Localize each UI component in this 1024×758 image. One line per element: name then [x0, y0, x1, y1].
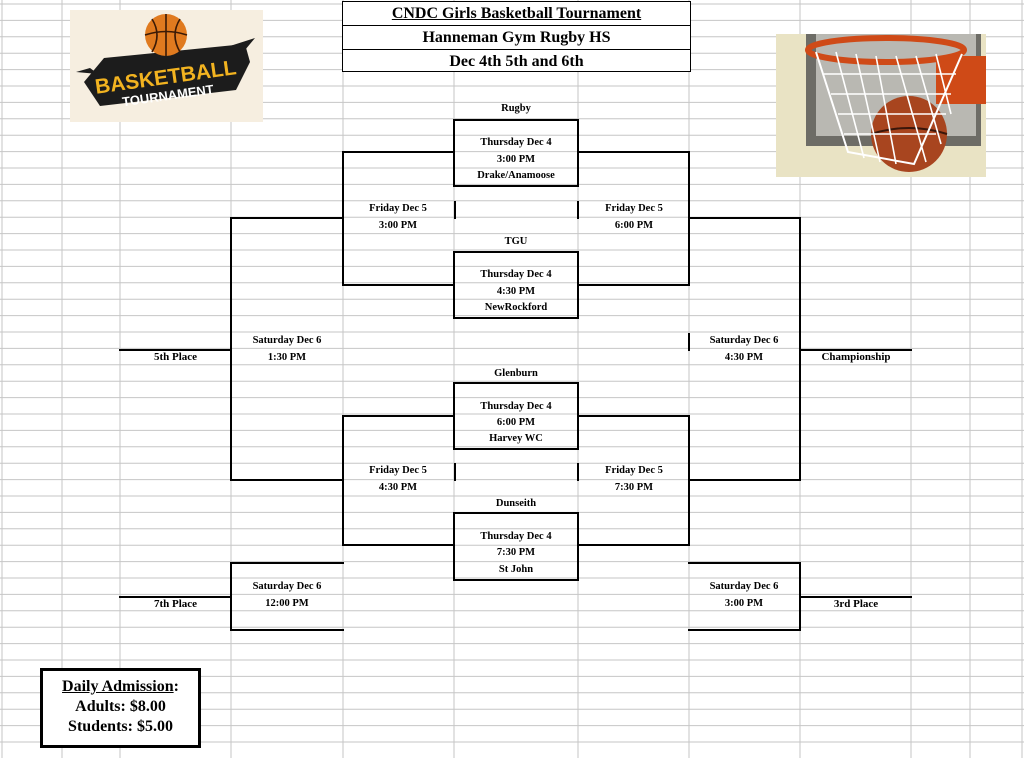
semi2-day: Friday Dec 5: [605, 203, 663, 214]
semi3-time: 4:30 PM: [378, 482, 418, 493]
championship-label: Championship: [821, 351, 891, 363]
admission-heading-line: Daily Admission:: [43, 677, 198, 697]
seventh-place-time: 12:00 PM: [265, 598, 309, 609]
basketball-logo-icon: BASKETBALL TOURNAMENT: [76, 14, 255, 109]
fifth-place-time: 1:30 PM: [267, 352, 307, 363]
adults-price: Adults: $8.00: [75, 698, 166, 715]
admission-box: Daily Admission: Adults: $8.00 Students:…: [40, 668, 201, 748]
game2-team-bottom: NewRockford: [484, 302, 548, 313]
fifth-place-label: 5th Place: [153, 351, 198, 363]
game4-team-bottom: St John: [498, 564, 534, 575]
game1-team-top: Rugby: [501, 103, 531, 114]
basketball-tournament-logo: BASKETBALL TOURNAMENT: [70, 10, 263, 122]
dates-title: Dec 4th 5th and 6th: [343, 49, 690, 73]
third-place-time: 3:00 PM: [724, 598, 764, 609]
semi3-day: Friday Dec 5: [369, 465, 427, 476]
championship-time: 4:30 PM: [724, 352, 764, 363]
third-place-label: 3rd Place: [833, 598, 879, 610]
basketball-hoop-icon: [776, 34, 986, 177]
venue-title: Hanneman Gym Rugby HS: [343, 25, 690, 49]
fifth-place-day: Saturday Dec 6: [252, 335, 322, 346]
game1-day: Thursday Dec 4: [480, 137, 552, 148]
title-block: CNDC Girls Basketball Tournament Hannema…: [342, 1, 691, 72]
game1-team-bottom: Drake/Anamoose: [477, 170, 555, 181]
game3-day: Thursday Dec 4: [480, 401, 552, 412]
game2-time: 4:30 PM: [496, 286, 536, 297]
basketball-hoop-photo: [776, 34, 986, 177]
game3-time: 6:00 PM: [496, 417, 536, 428]
game3-team-top: Glenburn: [494, 368, 538, 379]
game4-team-top: Dunseith: [495, 498, 537, 509]
tournament-title: CNDC Girls Basketball Tournament: [391, 5, 642, 22]
admission-heading: Daily Admission: [62, 678, 174, 695]
semi4-day: Friday Dec 5: [605, 465, 663, 476]
game2-team-top: TGU: [504, 236, 528, 247]
semi1-time: 3:00 PM: [378, 220, 418, 231]
game-box-4: [453, 512, 579, 581]
admission-colon: :: [173, 678, 179, 695]
championship-day: Saturday Dec 6: [709, 335, 779, 346]
game3-team-bottom: Harvey WC: [489, 433, 543, 444]
game1-time: 3:00 PM: [496, 154, 536, 165]
game2-day: Thursday Dec 4: [480, 269, 552, 280]
semi4-time: 7:30 PM: [614, 482, 654, 493]
students-price: Students: $5.00: [68, 718, 173, 735]
game4-time: 7:30 PM: [496, 547, 536, 558]
semi1-day: Friday Dec 5: [369, 203, 427, 214]
third-place-day: Saturday Dec 6: [709, 581, 779, 592]
game4-day: Thursday Dec 4: [480, 531, 552, 542]
semi2-time: 6:00 PM: [614, 220, 654, 231]
seventh-place-day: Saturday Dec 6: [252, 581, 322, 592]
seventh-place-label: 7th Place: [153, 598, 198, 610]
